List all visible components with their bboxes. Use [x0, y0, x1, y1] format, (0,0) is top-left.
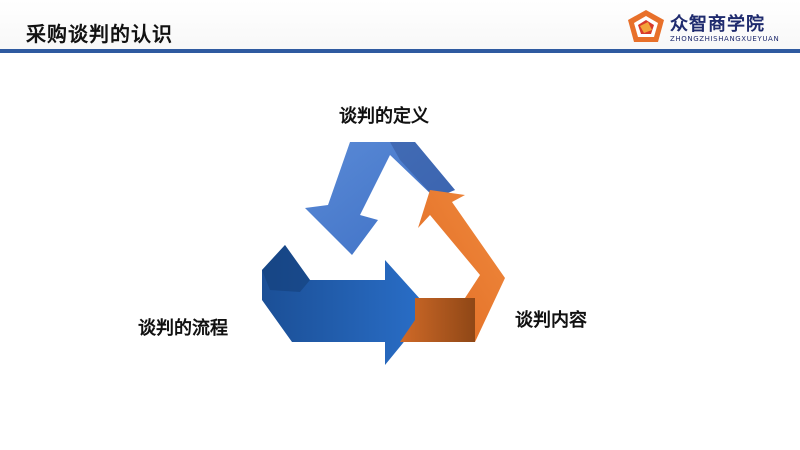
logo-subtitle: ZHONGZHISHANGXUEYUAN [670, 35, 780, 43]
blue-bottom-arrow [262, 245, 430, 365]
logo-mark-icon [628, 10, 664, 42]
header-divider [0, 49, 800, 53]
label-negotiation-process: 谈判的流程 [138, 318, 228, 339]
orange-right-arrow [400, 190, 505, 342]
logo-name: 众智商学院 [670, 14, 765, 35]
label-negotiation-content: 谈判内容 [515, 310, 587, 331]
blue-top-arrow [305, 142, 455, 255]
brand-logo: 众智商学院 ZHONGZHISHANGXUEYUAN [626, 8, 796, 46]
label-negotiation-definition: 谈判的定义 [339, 106, 429, 127]
slide-title: 采购谈判的认识 [26, 22, 173, 46]
header-bar [0, 0, 800, 52]
recycle-cycle-diagram [262, 142, 505, 365]
